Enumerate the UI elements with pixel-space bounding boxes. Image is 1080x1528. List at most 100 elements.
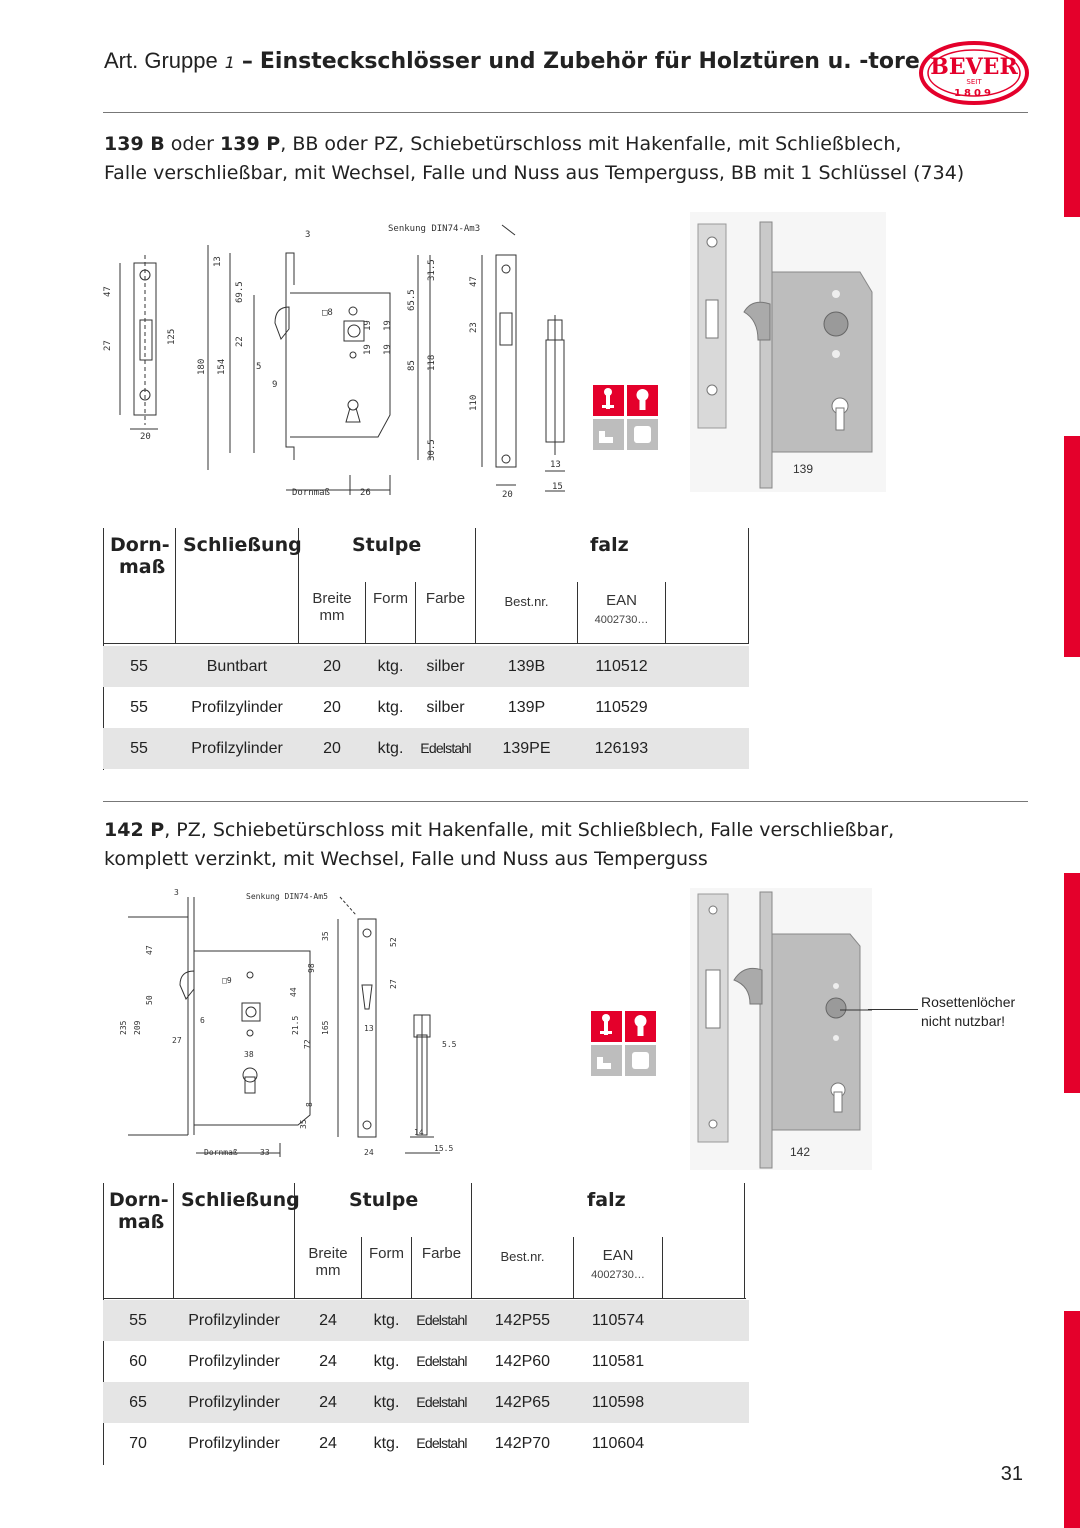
svg-text:8: 8 [305,1102,314,1107]
svg-text:33: 33 [260,1148,270,1157]
cell-ean: 126193 [594,740,649,757]
title-line-2: komplett verzinkt, mit Wechsel, Falle un… [104,848,708,870]
title-text: , BB oder PZ, Schiebetürschloss mit Hake… [280,133,902,155]
svg-text:6: 6 [200,1016,205,1025]
section2-title: 142 P, PZ, Schiebetürschloss mit Hakenfa… [104,816,894,874]
col-header-stulpe: Stulpe [349,1189,419,1211]
bever-logo: BEVER SEIT 1809 [919,41,1029,105]
col-header-falz: falz [587,1189,626,1211]
cell-ean: 110574 [591,1312,645,1329]
header-group-number: 1 [224,53,235,72]
hook-latch-icon [591,1045,622,1076]
technical-drawing-142: 3 Senkung DIN74-Am5 47 50 235 209 27 6 □… [119,888,457,1157]
title-text: , PZ, Schiebetürschloss mit Hakenfalle, … [164,819,895,841]
photo-caption-139: 139 [793,462,814,476]
cell-dornmass: 55 [130,658,148,675]
side-bar-red [1064,873,1080,1093]
svg-text:180: 180 [197,359,207,375]
cell-breite: 24 [319,1312,337,1329]
svg-text:98: 98 [307,963,316,973]
cell-breite: 24 [319,1394,337,1411]
header-title: Einsteckschlösser und Zubehör für Holztü… [259,49,920,74]
page-number: 31 [1000,1463,1023,1485]
cell-form: ktg. [377,740,404,757]
svg-text:27: 27 [103,340,113,351]
square-latch-icon [627,419,658,450]
svg-text:15: 15 [552,482,563,492]
svg-text:19: 19 [363,344,373,355]
header-rule [103,112,1028,113]
svg-text:□8: □8 [322,308,333,318]
svg-text:3: 3 [174,888,179,897]
cell-schliessung: Profilzylinder [191,699,283,716]
product-code-139b: 139 B [104,133,165,155]
cell-farbe: Edelstahl [416,1353,467,1369]
svg-text:125: 125 [167,329,177,345]
svg-text:19: 19 [383,320,393,331]
product-photo-142 [690,888,872,1170]
subheader-form: Form [369,1245,404,1262]
cell-bestnr: 142P55 [494,1312,551,1329]
cell-bestnr: 142P65 [494,1394,551,1411]
svg-text:19: 19 [363,320,373,331]
section1-title: 139 B oder 139 P, BB oder PZ, Schiebetür… [104,130,964,188]
cell-farbe: Edelstahl [416,1435,467,1451]
lever-key-icon [593,385,624,416]
cell-breite: 20 [323,699,341,716]
svg-text:24: 24 [364,1148,374,1157]
technical-drawing-139: 3 Senkung DIN74-Am3 47 27 125 20 13 180 … [103,224,565,500]
page-header: Art. Gruppe 1 – Einsteckschlösser und Zu… [104,48,920,74]
svg-text:21.5: 21.5 [291,1016,300,1035]
svg-text:30.5: 30.5 [427,439,437,461]
svg-text:5: 5 [256,362,261,372]
cell-dornmass: 70 [129,1435,147,1452]
cell-form: ktg. [373,1312,400,1329]
cell-form: ktg. [373,1353,400,1370]
svg-text:3: 3 [305,230,310,240]
subheader-ean-prefix: 4002730… [591,1269,645,1281]
side-bar-red [1064,1311,1080,1528]
logo-brand: BEVER [930,54,1018,80]
cell-farbe: Edelstahl [416,1312,467,1328]
cell-schliessung: Profilzylinder [188,1394,280,1411]
svg-text:Dornmaß: Dornmaß [292,488,331,498]
svg-text:26: 26 [360,488,371,498]
svg-text:22: 22 [235,336,245,347]
photo-caption-142: 142 [790,1145,811,1159]
side-bar-red [1064,436,1080,657]
cell-dornmass: 55 [129,1312,147,1329]
cell-bestnr: 142P70 [494,1435,551,1452]
subheader-farbe: Farbe [421,1245,462,1262]
col-header-stulpe: Stulpe [352,534,422,556]
cell-ean: 110604 [591,1435,645,1452]
svg-text:19: 19 [383,344,393,355]
cell-schliessung: Profilzylinder [191,740,283,757]
cell-breite: 24 [319,1435,337,1452]
svg-text:72: 72 [303,1039,312,1049]
cell-form: ktg. [377,699,404,716]
svg-text:20: 20 [140,432,151,442]
svg-text:118: 118 [427,355,437,371]
cell-breite: 20 [323,740,341,757]
lever-key-icon [591,1011,622,1042]
col-header-schliessung: Schließung [181,1189,300,1211]
cell-ean: 110581 [591,1353,645,1370]
subheader-form: Form [373,590,408,607]
svg-text:35: 35 [321,931,330,941]
svg-text:5.5: 5.5 [442,1040,457,1049]
svg-text:38: 38 [244,1050,254,1059]
cell-dornmass: 65 [129,1394,147,1411]
svg-text:209: 209 [133,1020,142,1035]
title-text: oder [164,133,221,155]
subheader-ean-prefix: 4002730… [594,614,649,626]
title-line-2: Falle verschließbar, mit Wechsel, Falle … [104,162,965,184]
side-bar-red [1064,0,1080,217]
